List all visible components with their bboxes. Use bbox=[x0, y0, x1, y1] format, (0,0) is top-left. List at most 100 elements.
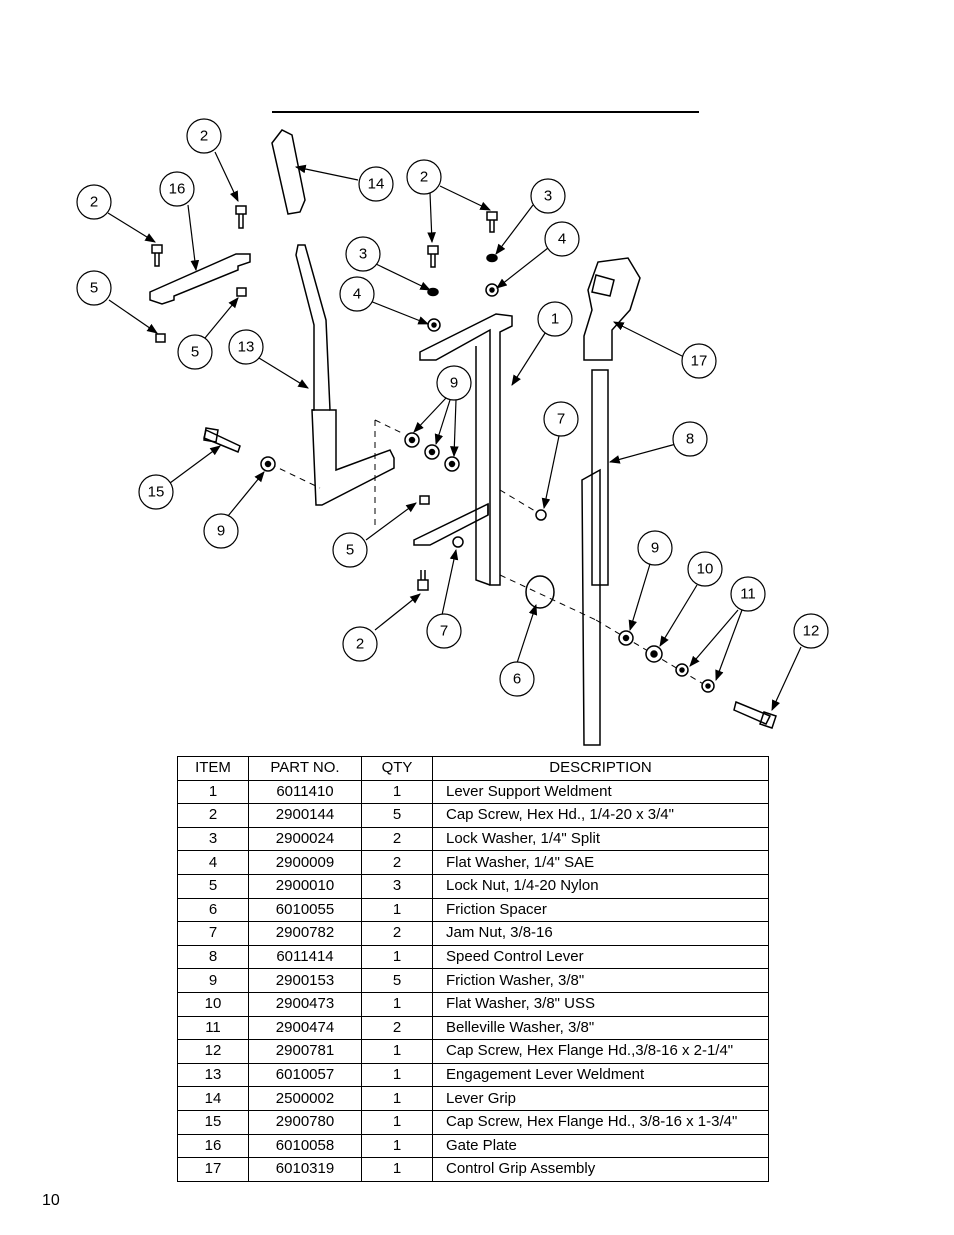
cell-part-no: 2900144 bbox=[248, 803, 362, 828]
cell-qty: 1 bbox=[361, 1157, 433, 1182]
cell-qty: 1 bbox=[361, 897, 433, 923]
callout-label: 2 bbox=[90, 194, 98, 211]
cell-item: 9 bbox=[177, 968, 249, 993]
callout-balloon bbox=[228, 329, 264, 365]
callout-label: 16 bbox=[169, 181, 186, 198]
callout-balloon bbox=[332, 532, 368, 568]
cell-part-no: 2900474 bbox=[248, 1015, 362, 1041]
callout-balloon bbox=[76, 270, 112, 306]
cell-description: Cap Screw, Hex Hd., 1/4-20 x 3/4" bbox=[432, 803, 769, 828]
cell-part-no: 2900780 bbox=[248, 1109, 362, 1135]
callout-label: 10 bbox=[697, 561, 714, 578]
callout-label: 4 bbox=[558, 231, 566, 248]
callout-balloon bbox=[499, 661, 535, 697]
callout-balloon bbox=[672, 421, 708, 457]
cell-description: Engagement Lever Weldment bbox=[432, 1062, 769, 1088]
cell-part-no: 2900009 bbox=[248, 850, 362, 875]
callout-label: 2 bbox=[200, 128, 208, 145]
callout-balloon bbox=[76, 184, 112, 220]
cell-part-no: 6010057 bbox=[248, 1062, 362, 1088]
callout-balloon bbox=[681, 343, 717, 379]
callout-balloon bbox=[687, 551, 723, 587]
callout-balloon bbox=[537, 301, 573, 337]
callout-label: 4 bbox=[353, 286, 361, 303]
cell-description: Control Grip Assembly bbox=[432, 1157, 769, 1182]
callout-label: 9 bbox=[217, 523, 225, 540]
cell-item: 12 bbox=[177, 1039, 249, 1064]
callout-balloon bbox=[793, 613, 829, 649]
cell-item: 7 bbox=[177, 921, 249, 946]
callout-label: 15 bbox=[148, 484, 165, 501]
callout-balloon bbox=[358, 166, 394, 202]
callout-label: 5 bbox=[191, 344, 199, 361]
callout-balloon bbox=[730, 576, 766, 612]
cell-description: Friction Spacer bbox=[432, 897, 769, 923]
cell-item: 5 bbox=[177, 873, 249, 899]
lever-support-part bbox=[419, 313, 513, 586]
cell-item: 2 bbox=[177, 803, 249, 828]
cell-item: 17 bbox=[177, 1157, 249, 1182]
cell-part-no: 2500002 bbox=[248, 1086, 362, 1111]
cell-qty: 2 bbox=[361, 1015, 433, 1041]
callout-label: 17 bbox=[691, 353, 708, 370]
cell-description: Cap Screw, Hex Flange Hd., 3/8-16 x 1-3/… bbox=[432, 1109, 769, 1135]
speed-control-lever-part bbox=[591, 369, 609, 586]
callout-balloon bbox=[186, 118, 222, 154]
cell-description: Lever Grip bbox=[432, 1086, 769, 1111]
cell-item: 14 bbox=[177, 1086, 249, 1111]
cell-part-no: 6011414 bbox=[248, 944, 362, 970]
callout-balloon bbox=[426, 613, 462, 649]
cell-item: 1 bbox=[177, 779, 249, 805]
callout-label: 7 bbox=[557, 411, 565, 428]
callout-balloon bbox=[342, 626, 378, 662]
page-number: 10 bbox=[42, 1192, 60, 1209]
callout-label: 1 bbox=[551, 311, 559, 328]
callout-balloon bbox=[203, 513, 239, 549]
cell-qty: 1 bbox=[361, 779, 433, 805]
cell-qty: 2 bbox=[361, 826, 433, 852]
cell-item: 4 bbox=[177, 850, 249, 875]
callout-balloon bbox=[436, 365, 472, 401]
cell-item: 6 bbox=[177, 897, 249, 923]
lever-grip-part bbox=[271, 129, 306, 215]
cell-qty: 1 bbox=[361, 1062, 433, 1088]
col-header-item: ITEM bbox=[177, 756, 249, 781]
cell-description: Flat Washer, 1/4" SAE bbox=[432, 850, 769, 875]
cell-qty: 1 bbox=[361, 1039, 433, 1064]
cell-description: Friction Washer, 3/8" bbox=[432, 968, 769, 993]
cell-qty: 5 bbox=[361, 803, 433, 828]
gate-plate-part bbox=[149, 253, 251, 305]
cell-part-no: 6011410 bbox=[248, 779, 362, 805]
cell-part-no: 2900782 bbox=[248, 921, 362, 946]
cell-qty: 2 bbox=[361, 850, 433, 875]
callout-balloon bbox=[544, 221, 580, 257]
callout-balloons bbox=[76, 118, 829, 697]
cell-item: 15 bbox=[177, 1109, 249, 1135]
table-header-row: ITEM PART NO. QTY DESCRIPTION bbox=[177, 756, 769, 781]
callout-label: 5 bbox=[90, 280, 98, 297]
callout-label: 5 bbox=[346, 542, 354, 559]
callout-balloon bbox=[530, 178, 566, 214]
cell-qty: 1 bbox=[361, 1086, 433, 1111]
engagement-lever-part bbox=[295, 244, 395, 506]
col-header-qty: QTY bbox=[361, 756, 433, 781]
callout-balloon bbox=[406, 159, 442, 195]
callout-numbers: 2 16 2 5 5 13 14 2 3 3 4 4 1 17 9 7 8 15… bbox=[90, 128, 820, 688]
cell-qty: 1 bbox=[361, 1133, 433, 1159]
callout-balloon bbox=[159, 171, 195, 207]
cell-description: Belleville Washer, 3/8" bbox=[432, 1015, 769, 1041]
callout-label: 7 bbox=[440, 623, 448, 640]
cell-part-no: 2900010 bbox=[248, 873, 362, 899]
cell-part-no: 6010058 bbox=[248, 1133, 362, 1159]
